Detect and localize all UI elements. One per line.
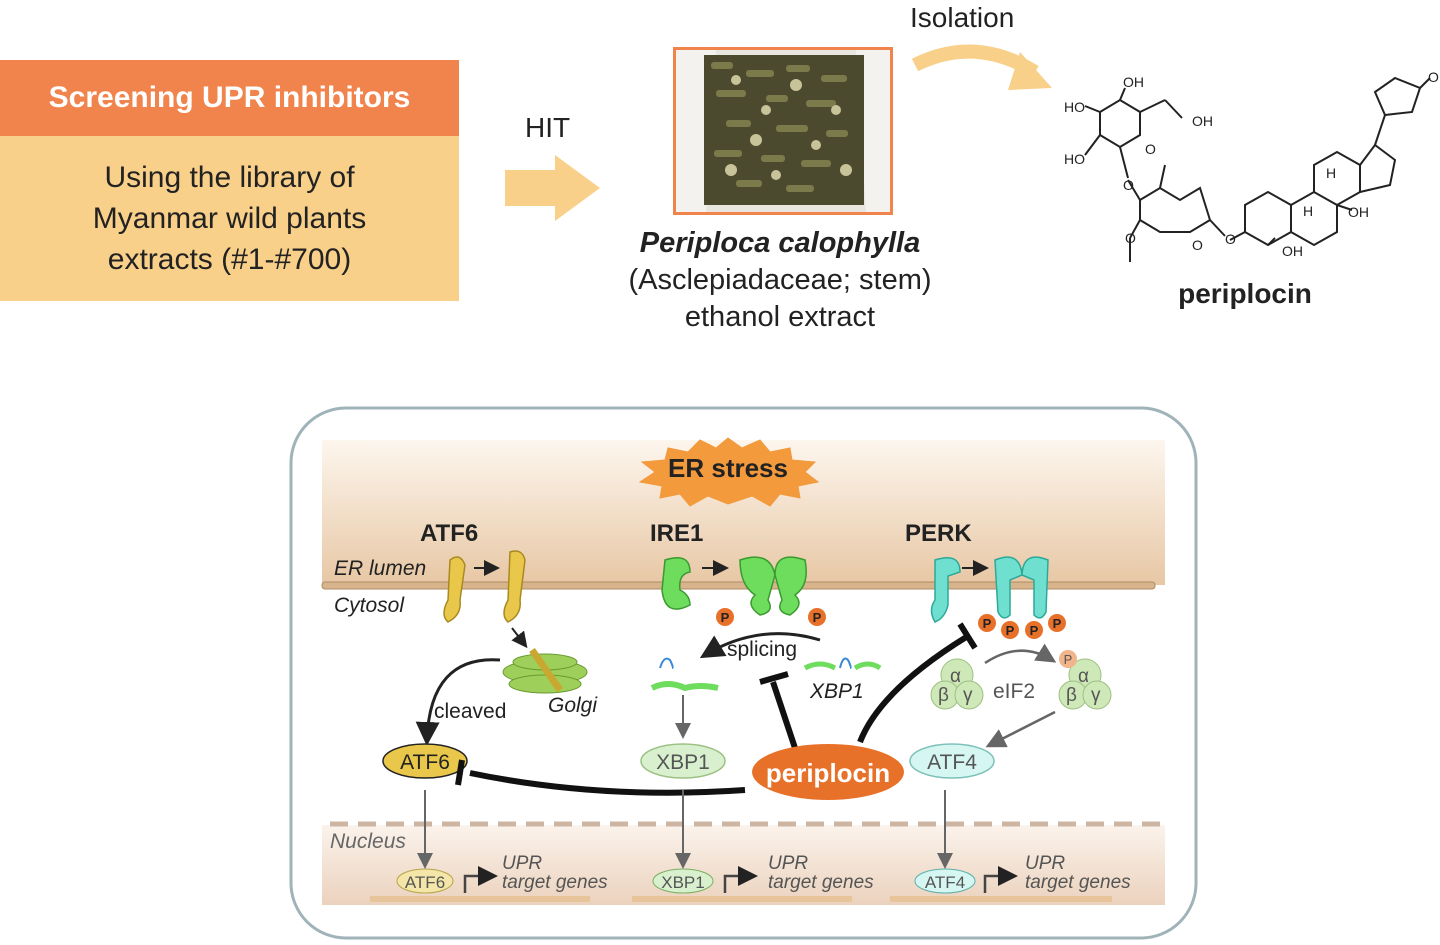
svg-text:α: α: [1078, 666, 1089, 687]
svg-text:O: O: [1428, 69, 1439, 85]
perk-phospho-icons: P P P P: [978, 614, 1066, 639]
svg-text:O: O: [1145, 141, 1156, 157]
compound-name: periplocin: [1178, 278, 1312, 309]
ire1-phospho-icons: P P: [716, 608, 826, 626]
svg-text:H: H: [1326, 165, 1336, 181]
splicing-label: splicing: [727, 638, 797, 661]
eif2-subunit-labels: α β γ α β γ: [938, 666, 1101, 706]
plant-extract: ethanol extract: [684, 301, 876, 333]
screening-description: Using the library of Myanmar wild plants…: [0, 136, 459, 301]
svg-text:β: β: [1066, 685, 1077, 706]
hit-arrow: [505, 155, 600, 221]
nucleus-label: Nucleus: [330, 830, 406, 853]
atf4-nuclear: [914, 868, 976, 894]
xbp1-mrna-label: XBP1: [809, 680, 864, 703]
atf4-nuclear-label: ATF4: [925, 873, 965, 892]
ire1-sensor-icon: [661, 556, 807, 616]
svg-text:P: P: [1006, 623, 1015, 638]
perk-sensor-icon: [930, 556, 1049, 623]
svg-text:P: P: [721, 610, 730, 625]
spliced-xbp1-icon: [650, 681, 719, 692]
svg-text:O: O: [1123, 177, 1134, 193]
svg-text:target genes: target genes: [1025, 872, 1131, 893]
svg-text:γ: γ: [1091, 685, 1101, 706]
atf6-sensor-label: ATF6: [420, 520, 478, 547]
svg-text:UPR: UPR: [1025, 853, 1065, 874]
svg-text:H: H: [1303, 203, 1313, 219]
svg-text:target genes: target genes: [768, 872, 874, 893]
svg-text:target genes: target genes: [502, 872, 608, 893]
periplocin-inhibitor-label: periplocin: [766, 758, 890, 788]
screening-line-1: Using the library of: [104, 161, 355, 194]
hit-label: HIT: [525, 112, 571, 143]
svg-text:O: O: [1125, 230, 1136, 246]
xbp1-nuclear: [652, 868, 714, 894]
atf4-factor-label: ATF4: [927, 751, 977, 774]
plant-caption: Periploca calophylla (Asclepiadaceae; st…: [580, 225, 980, 336]
atf6-factor-label: ATF6: [400, 751, 450, 774]
eif2-icon: [930, 658, 1112, 710]
atf6-nuclear-label: ATF6: [405, 873, 445, 892]
svg-text:P: P: [1064, 652, 1073, 667]
periplocin-structure: [1084, 76, 1431, 262]
plant-family: (Asclepiadaceae; stem): [628, 264, 932, 296]
upr-target-genes-labels: UPR target genes UPR target genes UPR ta…: [502, 853, 1131, 893]
screening-line-3: extracts (#1-#700): [107, 243, 352, 276]
isolation-label: Isolation: [910, 2, 1015, 33]
svg-text:HO: HO: [1064, 99, 1085, 115]
perk-sensor-label: PERK: [905, 520, 972, 547]
transcription-arrows: [463, 866, 1018, 893]
er-membrane: [321, 581, 1156, 590]
atf6-sensor-icon: [443, 550, 526, 623]
svg-text:OH: OH: [1348, 204, 1369, 220]
plant-stem-photo: [673, 47, 893, 215]
er-lumen-label: ER lumen: [334, 557, 426, 580]
nuclear-gene-tracks: [370, 896, 1112, 902]
xbp1-nuclear-label: XBP1: [661, 873, 704, 892]
er-stress-label: ER stress: [668, 453, 788, 483]
cytosol-label: Cytosol: [334, 594, 405, 617]
svg-text:γ: γ: [963, 685, 973, 706]
svg-text:α: α: [950, 666, 961, 687]
periplocin-inhibitor: [752, 744, 904, 800]
svg-text:OH: OH: [1192, 113, 1213, 129]
atf6-nuclear: [396, 868, 454, 894]
svg-text:P: P: [1053, 616, 1062, 631]
atf6-factor: [382, 743, 468, 779]
svg-text:O: O: [1225, 231, 1236, 247]
spliced-intron-icon: [659, 657, 674, 669]
svg-text:HO: HO: [1064, 151, 1085, 167]
screening-title: Screening UPR inhibitors: [0, 60, 459, 136]
svg-text:OH: OH: [1282, 243, 1303, 259]
er-lumen-region: [322, 440, 1165, 585]
svg-text:UPR: UPR: [502, 853, 542, 874]
er-stress-burst: [638, 437, 820, 507]
svg-text:P: P: [1030, 623, 1039, 638]
xbp1-factor-label: XBP1: [656, 751, 710, 774]
golgi-label: Golgi: [548, 694, 598, 717]
svg-text:P: P: [983, 616, 992, 631]
screening-line-2: Myanmar wild plants: [92, 202, 367, 235]
svg-text:P: P: [813, 610, 822, 625]
atf4-factor: [909, 743, 995, 779]
svg-text:O: O: [1192, 237, 1203, 253]
svg-text:β: β: [938, 685, 949, 706]
structure-labels: OH HO OH HO O O O O O O H H OH OH: [1064, 69, 1439, 259]
xbp1-factor: [640, 743, 726, 779]
eif2-phospho-icon: [1059, 650, 1077, 668]
svg-text:OH: OH: [1123, 74, 1144, 90]
eif2-label: eIF2: [993, 680, 1035, 703]
svg-text:UPR: UPR: [768, 853, 808, 874]
ire1-sensor-label: IRE1: [650, 520, 703, 547]
plant-species: Periploca calophylla: [639, 227, 921, 259]
cleaved-label: cleaved: [434, 700, 506, 723]
